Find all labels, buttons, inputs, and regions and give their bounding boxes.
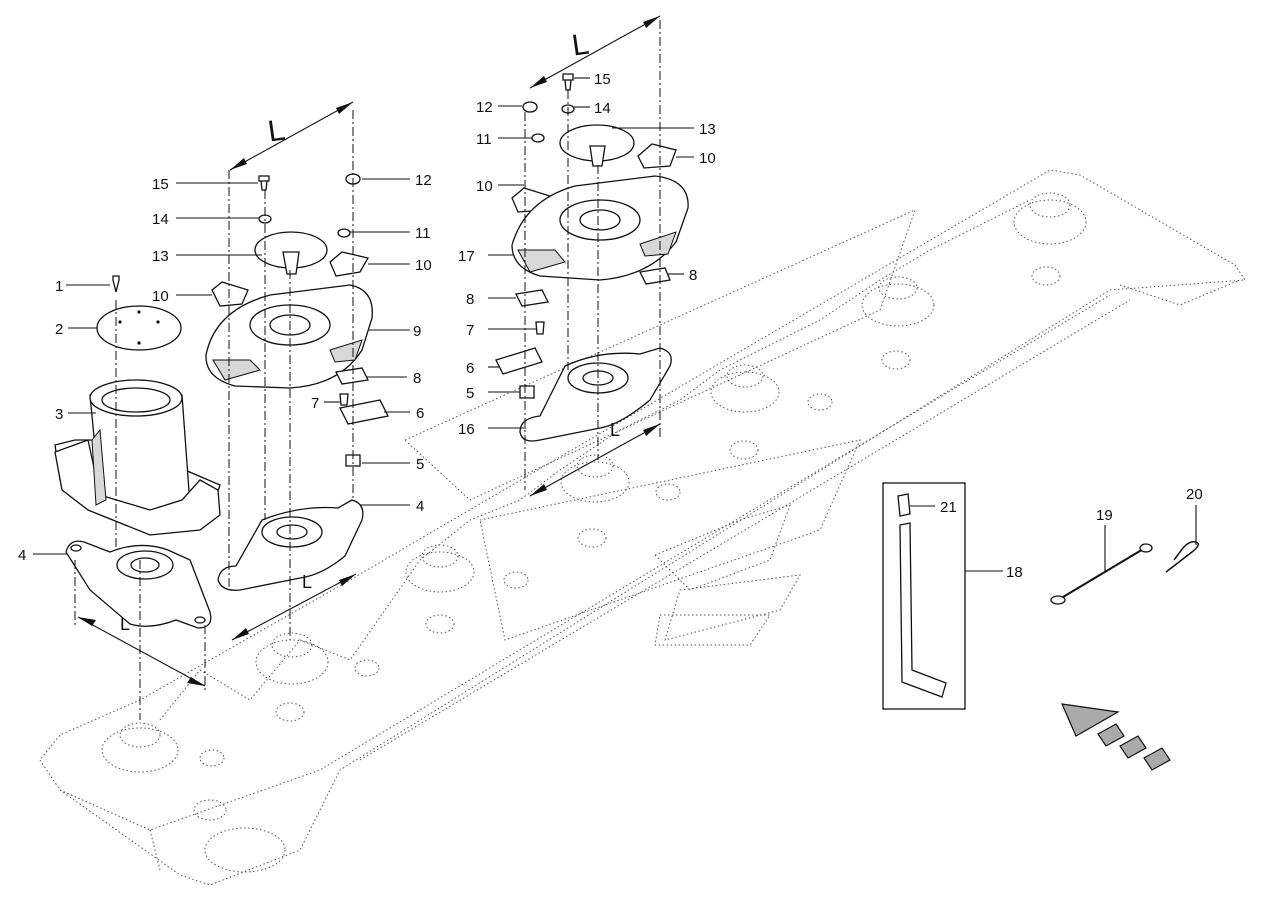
callout-3: 3 <box>55 406 63 423</box>
disc-assembly-right <box>495 73 689 442</box>
hub-1 <box>101 722 225 773</box>
callout-6: 6 <box>466 360 474 377</box>
dimension-label-l: L <box>610 420 620 440</box>
hub-2 <box>255 632 380 722</box>
hub-5 <box>710 364 833 460</box>
dimension-lines <box>77 15 661 687</box>
callout-13: 13 <box>699 121 716 138</box>
callout-18: 18 <box>1006 564 1023 581</box>
dimension-label-l: L <box>302 572 312 592</box>
callout-8: 8 <box>689 267 697 284</box>
callout-11: 11 <box>476 131 492 148</box>
callout-9: 9 <box>413 323 421 340</box>
callout-10: 10 <box>699 150 716 167</box>
centre-lines <box>74 20 661 720</box>
clip-20 <box>1165 540 1199 573</box>
screw-1 <box>112 275 120 293</box>
spare-parts-panel <box>882 482 1199 771</box>
callout-15: 15 <box>152 176 169 193</box>
hub-3 <box>405 544 529 634</box>
hub-6 <box>861 276 935 370</box>
callout-12: 12 <box>415 172 432 189</box>
disc-4-left <box>65 540 212 629</box>
callout-20: 20 <box>1186 486 1203 503</box>
cutter-bar <box>39 169 1246 886</box>
callout-2: 2 <box>55 321 63 338</box>
callout-14: 14 <box>594 100 611 117</box>
callout-10: 10 <box>415 257 432 274</box>
callout-10: 10 <box>476 178 493 195</box>
callout-1: 1 <box>55 278 63 295</box>
hub-4 <box>560 454 681 548</box>
hood-assembly <box>54 275 221 536</box>
disc-assembly-middle <box>205 173 389 591</box>
plate-21 <box>897 493 911 517</box>
callout-10: 10 <box>152 288 169 305</box>
callout-4: 4 <box>18 547 26 564</box>
callout-8: 8 <box>466 291 474 308</box>
callout-16: 16 <box>458 421 475 438</box>
callout-8: 8 <box>413 370 421 387</box>
callout-7: 7 <box>311 395 319 412</box>
dimension-label-l: L <box>570 28 591 63</box>
callout-17: 17 <box>458 248 475 265</box>
callout-labels: 1 2 3 4 4 5 5 6 6 7 7 8 8 8 9 10 10 10 1… <box>18 71 1203 581</box>
callout-15: 15 <box>594 71 611 88</box>
callout-7: 7 <box>466 322 474 339</box>
callout-19: 19 <box>1096 507 1113 524</box>
callout-12: 12 <box>476 99 493 116</box>
dimension-labels: L L L L L <box>120 28 620 634</box>
dimension-label-l: L <box>120 614 130 634</box>
leader-lines <box>33 77 1197 572</box>
callout-5: 5 <box>466 385 474 402</box>
pin-19 <box>1057 547 1146 601</box>
parts-box-18 <box>882 482 966 710</box>
callout-11: 11 <box>415 225 431 242</box>
callout-13: 13 <box>152 248 169 265</box>
dimension-label-l: L <box>266 114 287 149</box>
blade-strip <box>899 522 947 698</box>
direction-arrow-icon <box>1061 703 1171 771</box>
callout-21: 21 <box>940 499 957 516</box>
hub-7 <box>1013 192 1087 286</box>
callout-5: 5 <box>416 456 424 473</box>
callout-4: 4 <box>416 498 424 515</box>
callout-6: 6 <box>416 405 424 422</box>
callout-14: 14 <box>152 211 169 228</box>
